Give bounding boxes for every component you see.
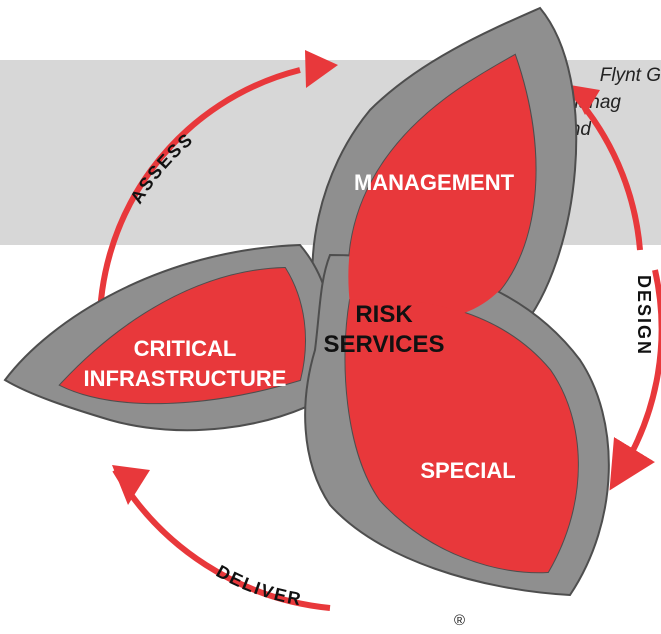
intro-line-1: Flynt G xyxy=(599,65,661,86)
label-design: DESIGN xyxy=(634,275,654,356)
label-special: SPECIAL xyxy=(420,458,515,483)
label-assess: ASSESS xyxy=(126,128,197,207)
cycle-arc-top xyxy=(96,67,301,341)
arrow-left-icon xyxy=(112,465,150,505)
registered-mark: ® xyxy=(454,612,466,629)
lobe-special xyxy=(345,299,578,573)
cycle-arc-left xyxy=(112,468,331,611)
label-management: MANAGEMENT xyxy=(354,170,515,195)
label-critical: CRITICAL xyxy=(134,336,237,361)
label-deliver: DELIVER xyxy=(213,561,304,609)
arrow-right-icon xyxy=(570,85,600,115)
cycle-arc-right-lower xyxy=(609,269,661,491)
arrow-top-icon xyxy=(305,50,338,88)
center-line-2: SERVICES xyxy=(324,331,445,358)
label-infrastructure: INFRASTRUCTURE xyxy=(84,366,287,391)
lobe-critical-infrastructure xyxy=(60,268,305,404)
cycle-arc-right xyxy=(567,87,643,251)
center-line-1: RISK xyxy=(355,301,413,328)
lobe-management xyxy=(348,55,536,321)
